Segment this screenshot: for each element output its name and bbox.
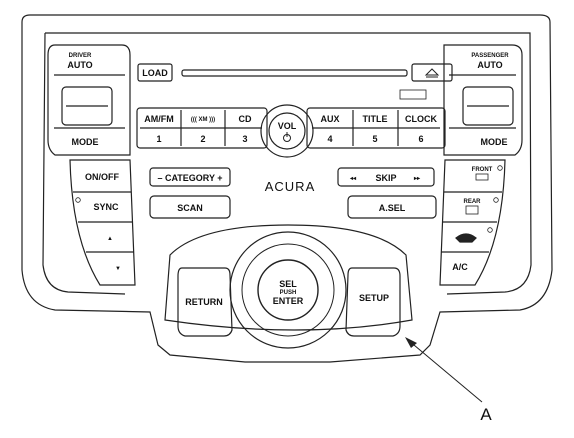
eject-button <box>411 63 453 82</box>
skip-button <box>337 167 435 187</box>
sel-label: SEL <box>279 279 297 289</box>
return-button <box>177 267 233 337</box>
asel-button <box>347 195 437 219</box>
load-button <box>137 63 173 82</box>
return-label: RETURN <box>185 297 223 307</box>
preset-1-label: 1 <box>156 134 161 144</box>
setup-label: SETUP <box>359 293 389 303</box>
rear-label: REAR <box>463 199 481 205</box>
passenger-temp-rocker <box>462 86 514 126</box>
asel-label: A.SEL <box>379 203 406 213</box>
volume-knob-ring <box>260 104 314 158</box>
vol-label: VOL <box>278 121 297 131</box>
skip-next-icon: ▸▸ <box>413 176 421 182</box>
xm-label: ((( XM ))) <box>191 117 215 123</box>
eject-icon <box>424 68 440 78</box>
cd-slot <box>181 69 408 77</box>
driver-mode-label: MODE <box>72 137 99 147</box>
enter-label: ENTER <box>273 296 304 306</box>
outer-bezel <box>21 14 553 363</box>
preset-4-label: 4 <box>327 134 332 144</box>
preset-5-label: 5 <box>372 134 377 144</box>
passenger-bottom-label: AUTO <box>477 60 502 70</box>
title-label: TITLE <box>363 114 388 124</box>
fan-up-label: ▲ <box>107 236 113 242</box>
load-label: LOAD <box>142 68 168 78</box>
driver-bottom-label: AUTO <box>67 60 92 70</box>
front-label: FRONT <box>472 167 493 173</box>
passenger-top-label: PASSENGER <box>471 53 509 59</box>
volume-knob <box>268 112 306 150</box>
amfm-label: AM/FM <box>144 114 174 124</box>
driver-top-label: DRIVER <box>69 53 92 59</box>
right-button-column <box>439 159 506 286</box>
aux-label: AUX <box>320 114 339 124</box>
driver-side-panel <box>47 44 131 156</box>
preset-2-label: 2 <box>200 134 205 144</box>
preset-row-right <box>306 107 446 149</box>
push-label: PUSH <box>280 290 297 296</box>
display-indicator <box>399 89 427 100</box>
setup-button <box>345 267 401 337</box>
lower-console <box>164 224 413 331</box>
cd-label: CD <box>239 114 252 124</box>
sync-label: SYNC <box>93 202 119 212</box>
scan-button <box>149 195 231 219</box>
onoff-label: ON/OFF <box>85 172 119 182</box>
ac-label: A/C <box>452 262 468 272</box>
skip-label: SKIP <box>375 173 396 183</box>
clock-label: CLOCK <box>405 114 437 124</box>
driver-temp-rocker <box>61 86 113 126</box>
left-button-column <box>69 159 136 286</box>
preset-3-label: 3 <box>242 134 247 144</box>
fan-down-label: ▼ <box>115 266 121 272</box>
rear-defrost-icon <box>465 205 479 215</box>
selector-knob <box>257 259 319 321</box>
callout-leader <box>407 339 483 403</box>
passenger-mode-label: MODE <box>481 137 508 147</box>
preset-row-left <box>136 107 268 149</box>
brand-logo: ACURA <box>265 179 316 194</box>
category-label: – CATEGORY + <box>157 173 222 183</box>
skip-prev-icon: ◂◂ <box>349 176 357 182</box>
preset-6-label: 6 <box>418 134 423 144</box>
category-button <box>149 167 231 187</box>
callout-label: A <box>480 405 492 424</box>
front-defrost-icon <box>475 173 489 181</box>
passenger-side-panel <box>443 44 523 156</box>
scan-label: SCAN <box>177 203 203 213</box>
inner-bezel <box>42 32 532 295</box>
recirculation-icon <box>455 233 477 243</box>
